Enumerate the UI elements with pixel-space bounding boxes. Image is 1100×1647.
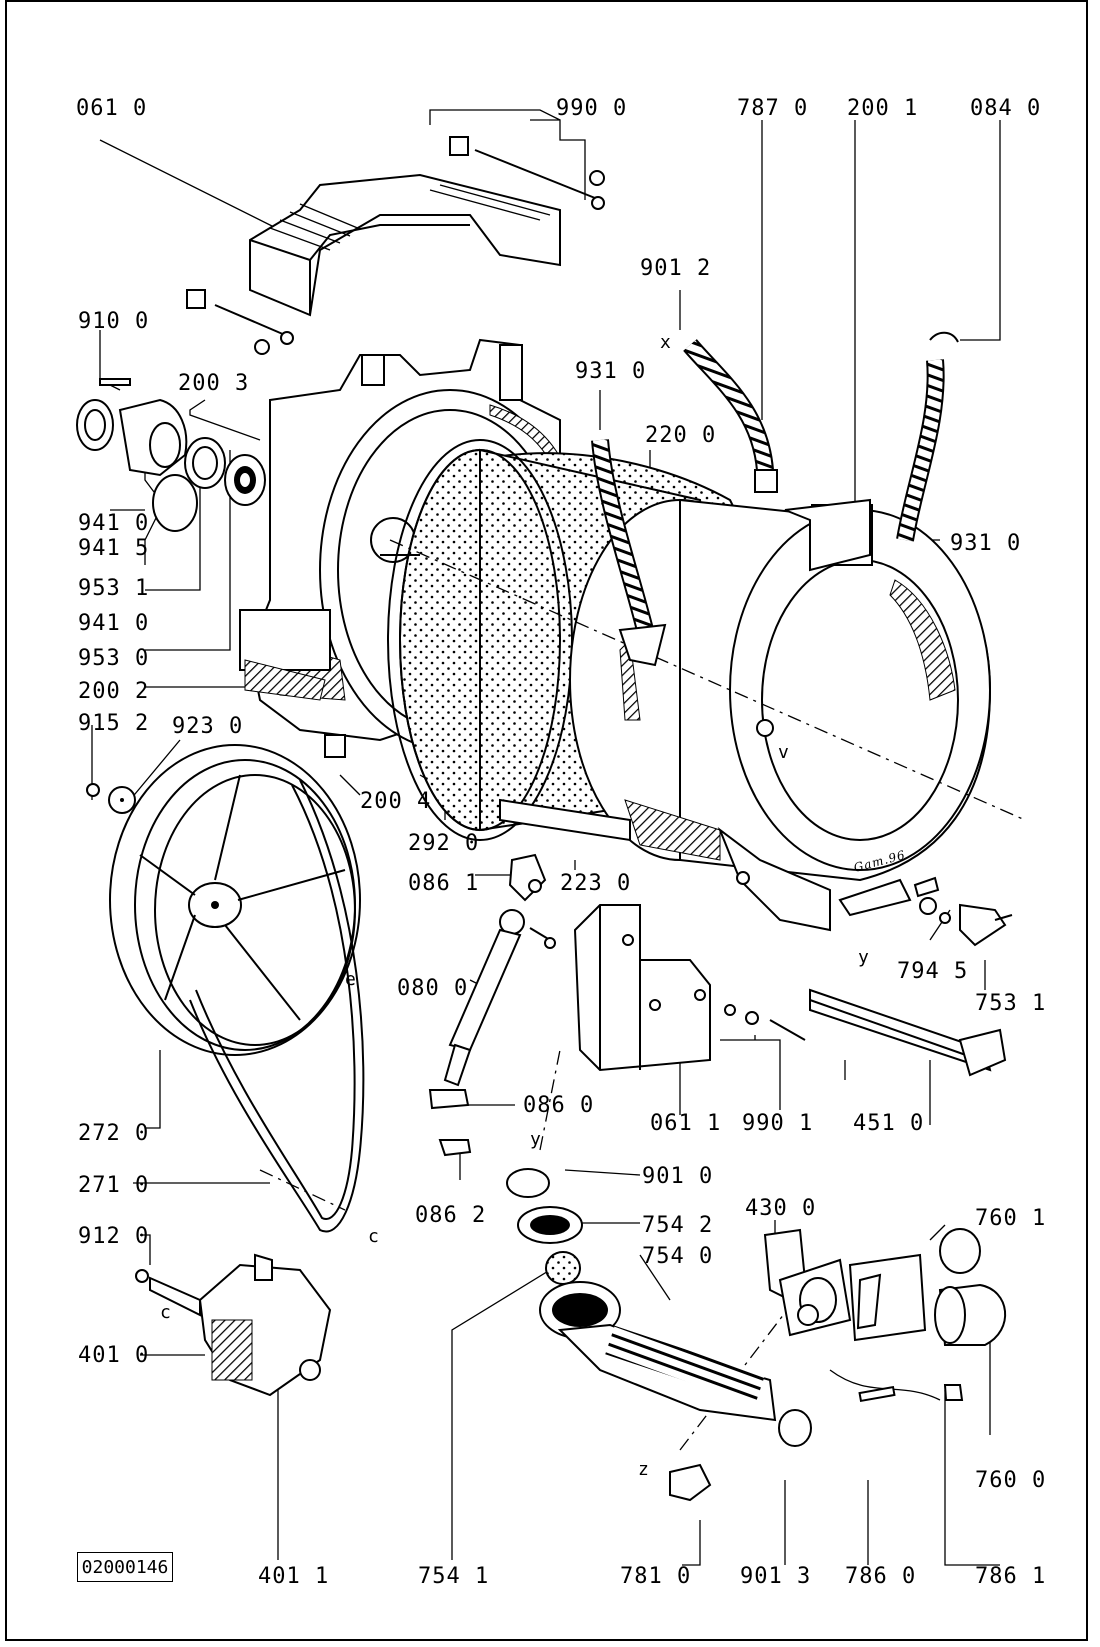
part-label: 430 0	[745, 1196, 816, 1221]
part-label: 086 2	[415, 1203, 486, 1228]
hoses	[591, 331, 959, 667]
part-label: 781 0	[620, 1564, 691, 1589]
pulley-wheel	[86, 744, 361, 1056]
part-labels: 061 0 990 0 787 0 200 1 084 0 901 2 910 …	[76, 96, 1046, 1589]
part-label: 086 1	[408, 871, 479, 896]
part-label: 794 5	[897, 959, 968, 984]
marker-y: y	[530, 1129, 542, 1150]
marker-v: v	[778, 742, 790, 763]
heater-element	[809, 988, 1007, 1077]
counterweight	[499, 798, 806, 1072]
part-label: 061 1	[650, 1111, 721, 1136]
marker-c: c	[160, 1302, 172, 1323]
part-label: 910 0	[78, 309, 149, 334]
front-tub	[569, 498, 992, 932]
part-label: 787 0	[737, 96, 808, 121]
part-label: 931 0	[950, 531, 1021, 556]
part-label: 941 5	[78, 536, 149, 561]
part-label: 953 1	[78, 576, 149, 601]
bearing-set	[76, 378, 266, 532]
marker-c: c	[368, 1226, 380, 1247]
cover-bolts	[186, 136, 605, 355]
part-label: 292 0	[408, 831, 479, 856]
part-label: 084 0	[970, 96, 1041, 121]
part-label: 086 0	[523, 1093, 594, 1118]
part-label: 200 2	[78, 679, 149, 704]
part-label: 760 1	[975, 1206, 1046, 1231]
part-label: 271 0	[78, 1173, 149, 1198]
temperature-sensor	[919, 897, 1013, 947]
part-label: 223 0	[560, 871, 631, 896]
drawing-frame	[5, 0, 1088, 1641]
drawing-code: 02000146	[77, 1552, 173, 1582]
part-label: 953 0	[78, 646, 149, 671]
misc-brackets	[324, 498, 940, 898]
part-label: 901 3	[740, 1564, 811, 1589]
part-label: 923 0	[172, 714, 243, 739]
part-label: 786 0	[845, 1564, 916, 1589]
part-label: 931 0	[575, 359, 646, 384]
part-label: 760 0	[975, 1468, 1046, 1493]
top-cover	[249, 173, 561, 317]
marker-x: x	[660, 332, 672, 353]
part-label: 915 2	[78, 711, 149, 736]
part-label: 200 3	[178, 371, 249, 396]
sump-hose	[506, 1168, 812, 1502]
part-label: 272 0	[78, 1121, 149, 1146]
part-label: 401 0	[78, 1343, 149, 1368]
part-label: 451 0	[853, 1111, 924, 1136]
part-label: 080 0	[397, 976, 468, 1001]
marker-e: e	[345, 969, 357, 990]
part-label: 754 0	[642, 1244, 713, 1269]
part-label: 200 4	[360, 789, 431, 814]
part-label: 990 1	[742, 1111, 813, 1136]
part-label: 200 1	[847, 96, 918, 121]
part-label: 061 0	[76, 96, 147, 121]
part-label: 753 1	[975, 991, 1046, 1016]
part-label: 990 0	[556, 96, 627, 121]
marker-z: z	[638, 1459, 650, 1480]
part-label: 901 0	[642, 1164, 713, 1189]
marker-y: y	[858, 947, 870, 968]
part-label: 912 0	[78, 1224, 149, 1249]
part-label: 220 0	[645, 423, 716, 448]
drain-pump	[763, 1228, 1007, 1403]
part-label: 941 0	[78, 511, 149, 536]
part-label: 786 1	[975, 1564, 1046, 1589]
shock-absorber	[428, 853, 556, 1157]
part-label: 401 1	[258, 1564, 329, 1589]
part-label: 754 1	[418, 1564, 489, 1589]
part-label: 941 0	[78, 611, 149, 636]
drive-belt	[189, 779, 365, 1233]
part-label: 901 2	[640, 256, 711, 281]
drive-motor	[135, 1253, 332, 1397]
part-label: 754 2	[642, 1213, 713, 1238]
